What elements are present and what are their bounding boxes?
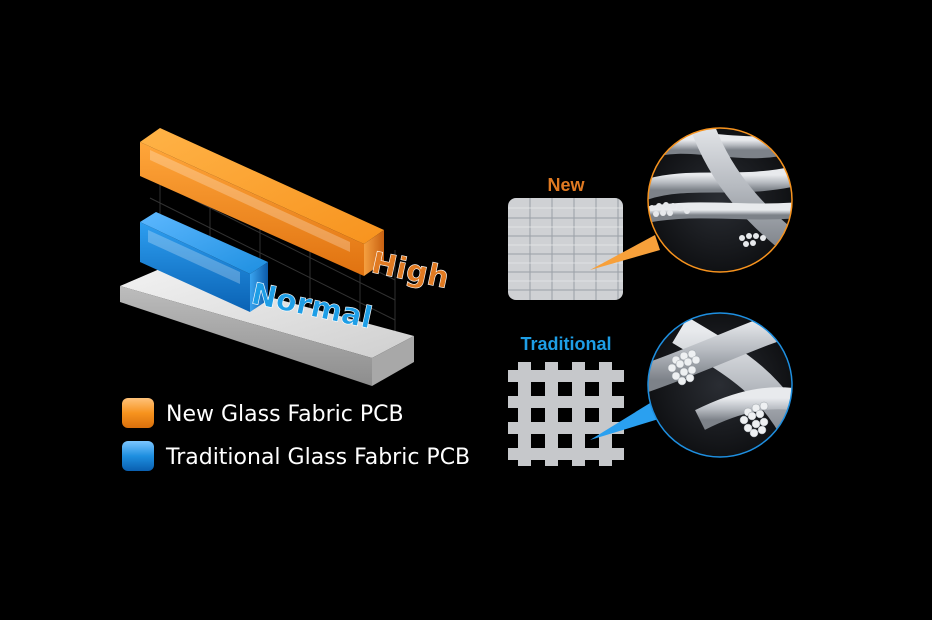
traditional-weave-pattern [508,362,624,466]
legend-swatch-new [122,398,154,428]
legend-label-traditional: Traditional Glass Fabric PCB [165,445,470,470]
legend-item-new: New Glass Fabric PCB [122,398,404,428]
new-magnified-fibers [647,127,793,273]
high-label: High [368,246,452,297]
traditional-callout-pointer [590,400,662,440]
legend-swatch-traditional [122,441,154,471]
new-weave-title: New [547,175,585,195]
pcb-platform [120,268,414,386]
traditional-weave-title: Traditional [520,334,611,354]
new-bar [140,128,384,276]
traditional-bar [140,212,268,312]
legend: New Glass Fabric PCB Traditional Glass F… [122,398,470,471]
new-callout-pointer [590,235,660,270]
legend-item-traditional: Traditional Glass Fabric PCB [122,441,470,471]
new-weave-pattern [508,198,623,300]
traditional-magnified-fibers [647,312,793,458]
legend-label-new: New Glass Fabric PCB [166,402,404,427]
